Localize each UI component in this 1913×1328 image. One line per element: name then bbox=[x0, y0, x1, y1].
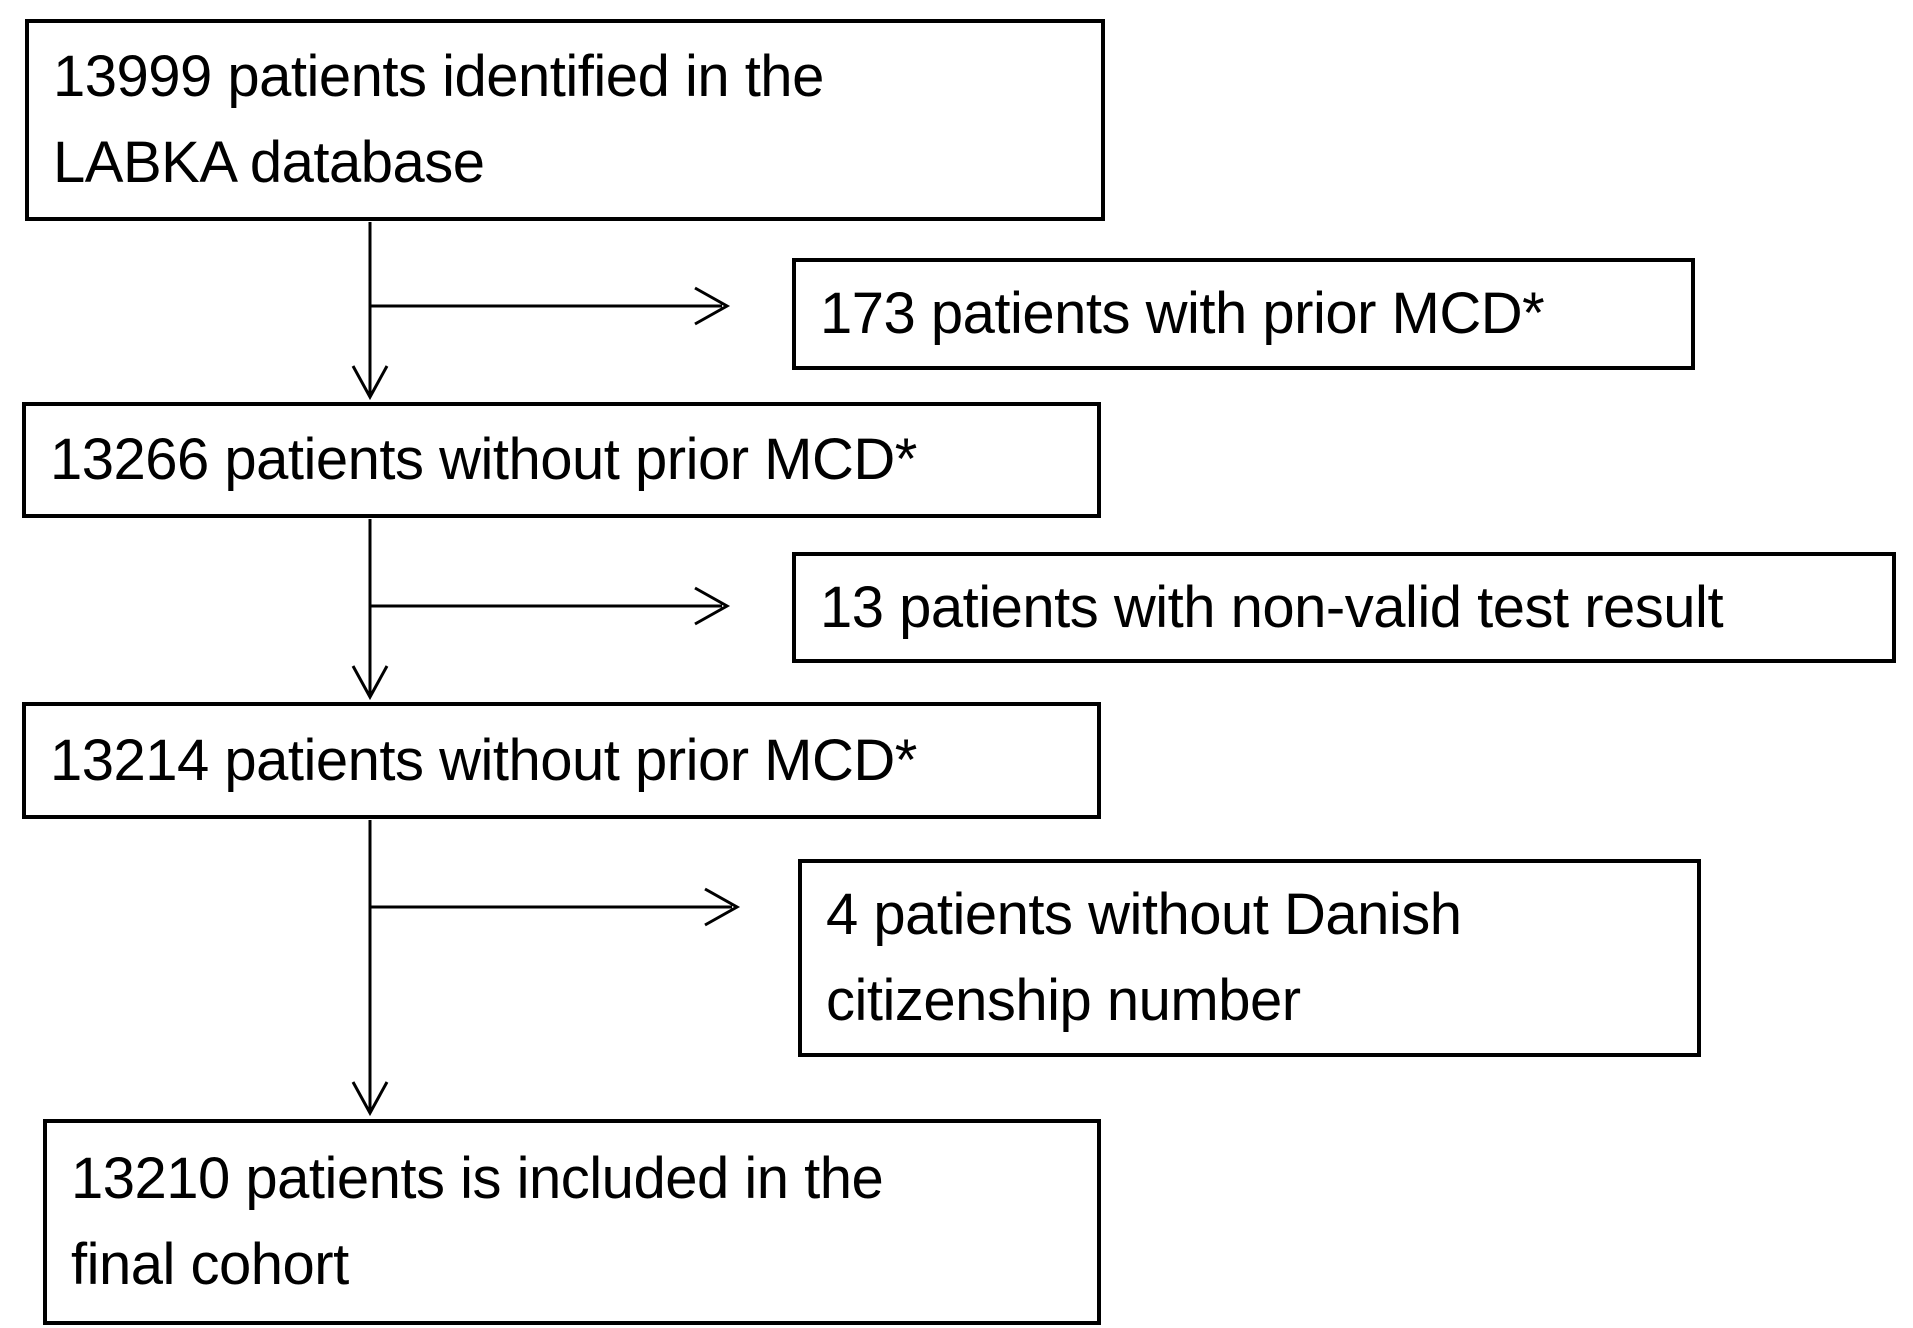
box-without-prior-mcd-2: 13214 patients without prior MCD* bbox=[22, 702, 1101, 819]
arrowhead-down-icon bbox=[351, 1081, 389, 1117]
box-excluded-prior-mcd: 173 patients with prior MCD* bbox=[792, 258, 1695, 370]
arrow-branch-to-excluded-nonvalid-test bbox=[371, 586, 731, 626]
box-source: 13999 patients identified in the LABKA d… bbox=[25, 19, 1105, 221]
arrowhead-right-icon bbox=[694, 286, 731, 326]
box-without-prior-mcd-2-line: 13214 patients without prior MCD* bbox=[50, 727, 917, 793]
box-without-prior-mcd-1-line: 13266 patients without prior MCD* bbox=[50, 427, 917, 493]
arrow-without-prior-mcd-1-to-2 bbox=[351, 519, 389, 701]
arrowhead-right-icon bbox=[704, 887, 741, 927]
box-excluded-no-citizenship-line-1: 4 patients without Danish bbox=[826, 882, 1462, 948]
arrow-branch-to-excluded-prior-mcd bbox=[371, 286, 731, 326]
box-excluded-prior-mcd-line: 173 patients with prior MCD* bbox=[820, 281, 1545, 347]
arrow-branch-to-excluded-no-citizenship bbox=[371, 887, 741, 927]
box-source-line-2: LABKA database bbox=[53, 130, 485, 195]
arrow-without-prior-mcd-2-to-final bbox=[351, 820, 389, 1117]
box-without-prior-mcd-1: 13266 patients without prior MCD* bbox=[22, 402, 1101, 518]
box-final-cohort: 13210 patients is included in the final … bbox=[43, 1119, 1101, 1325]
box-excluded-no-citizenship: 4 patients without Danish citizenship nu… bbox=[798, 859, 1701, 1057]
box-final-cohort-line-2: final cohort bbox=[71, 1232, 349, 1297]
box-excluded-no-citizenship-line-2: citizenship number bbox=[826, 968, 1301, 1033]
box-source-line-1: 13999 patients identified in the bbox=[53, 44, 824, 110]
arrowhead-down-icon bbox=[351, 665, 389, 701]
arrowhead-right-icon bbox=[694, 586, 731, 626]
box-final-cohort-line-1: 13210 patients is included in the bbox=[71, 1146, 884, 1212]
arrowhead-down-icon bbox=[351, 365, 389, 401]
box-excluded-nonvalid-test: 13 patients with non-valid test result bbox=[792, 552, 1896, 663]
box-excluded-nonvalid-test-line: 13 patients with non-valid test result bbox=[820, 574, 1724, 640]
arrow-source-to-without-prior-mcd-1 bbox=[351, 222, 389, 401]
